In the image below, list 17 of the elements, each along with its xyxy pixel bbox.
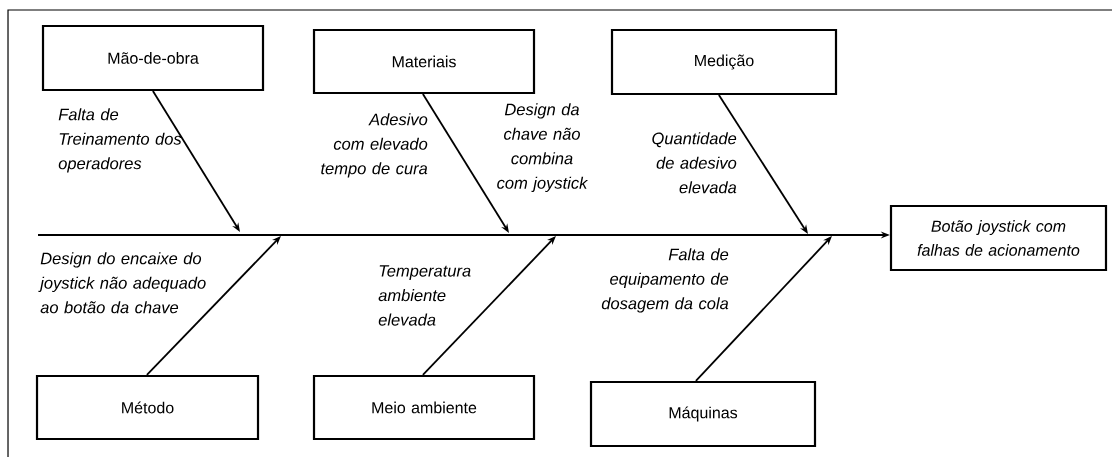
cause-text: Design do encaixe do joystick não adequado ao botão da chave: [38, 252, 206, 314]
effect-box: Botão joystick com falhas de acionamento: [889, 204, 1108, 272]
category-box: Máquinas: [589, 380, 817, 448]
branch-arrow: [695, 236, 832, 382]
cause-text: Design da chave não combina com joystick: [497, 103, 589, 193]
cause-text: Falta de Treinamento dos operadores: [58, 108, 182, 173]
category-box: Mão-de-obra: [41, 24, 265, 92]
cause-text: Adesivo com elevado tempo de cura: [321, 113, 428, 178]
cause-text: Falta de equipamento de dosagem da cola: [601, 248, 729, 313]
cause-text: Temperatura ambiente elevada: [378, 265, 471, 326]
category-box: Medição: [610, 28, 838, 96]
branch-arrow: [146, 236, 281, 376]
cause-text: Quantidade de adesivo elevada: [652, 132, 737, 194]
branch-arrow: [422, 236, 556, 376]
category-box: Método: [35, 374, 260, 441]
category-box: Meio ambiente: [312, 374, 536, 441]
category-box: Materiais: [312, 28, 536, 95]
